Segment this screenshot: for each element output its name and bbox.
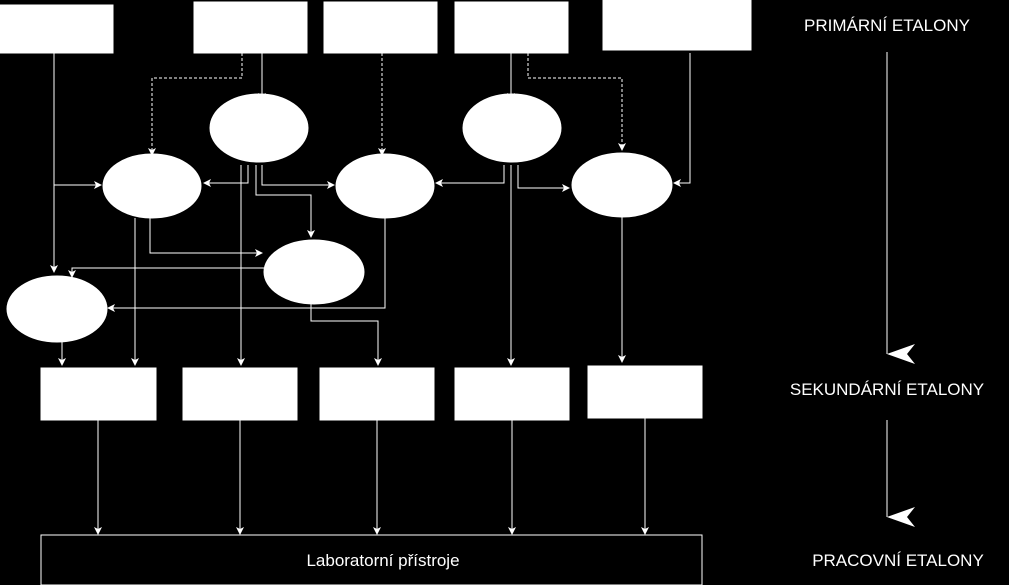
edge-e1-e7 xyxy=(149,218,263,257)
secondary-standard-3 xyxy=(319,367,435,421)
secondary-standard-2 xyxy=(182,367,298,421)
edge-p2-e1-dashed xyxy=(148,53,243,156)
edge-e4-e3 xyxy=(435,165,505,187)
primary-standard-4 xyxy=(454,1,569,54)
level-label-working: PRACOVNÍ ETALONY xyxy=(812,551,984,570)
comparison-node-1 xyxy=(102,153,202,219)
lab-instruments-label: Laboratorní přístroje xyxy=(306,551,459,570)
level-label-secondary: SEKUNDÁRNÍ ETALONY xyxy=(790,380,984,399)
edge-e3-e6 xyxy=(107,218,386,312)
level-label-primary: PRIMÁRNÍ ETALONY xyxy=(804,16,970,35)
edge-p5-e5 xyxy=(673,53,691,187)
primary-standard-5 xyxy=(602,0,752,51)
lab-instruments-box xyxy=(40,534,703,585)
level-axis: PRIMÁRNÍ ETALONY SEKUNDÁRNÍ ETALONY PRAC… xyxy=(790,16,984,570)
secondary-row xyxy=(40,365,703,421)
edge-e7-e6 xyxy=(68,267,266,278)
edge-p4-e5-dashed xyxy=(527,53,626,151)
secondary-standard-4 xyxy=(454,367,570,421)
comparison-node-7 xyxy=(263,239,365,305)
edge-e2-e3 xyxy=(261,165,335,189)
secondary-standard-5 xyxy=(587,365,703,419)
comparison-node-2 xyxy=(209,93,309,163)
comparison-node-5 xyxy=(571,152,673,218)
secondary-standard-1 xyxy=(40,367,157,421)
comparison-nodes xyxy=(6,93,673,343)
edge-e7-s3 xyxy=(310,302,382,366)
comparison-node-4 xyxy=(462,93,562,163)
edge-e4-e5 xyxy=(517,165,570,192)
comparison-node-3 xyxy=(335,153,435,219)
primary-standard-2 xyxy=(193,1,308,54)
working-standards-box: Laboratorní přístroje xyxy=(40,534,703,585)
edge-e2-e1 xyxy=(203,165,249,187)
primary-standard-1 xyxy=(0,4,114,54)
primary-row xyxy=(0,0,752,54)
edges xyxy=(50,53,691,535)
edge-p1-e1 xyxy=(53,53,102,189)
primary-standard-3 xyxy=(323,1,438,54)
comparison-node-6 xyxy=(6,275,108,343)
edge-e2-e7 xyxy=(255,165,315,238)
